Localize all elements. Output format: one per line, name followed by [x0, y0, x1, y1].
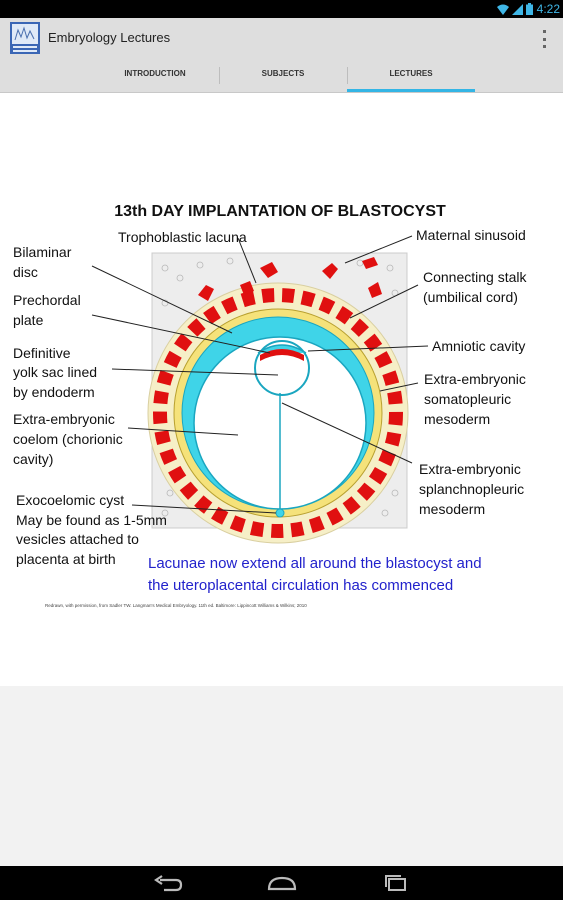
tab-bar: INTRODUCTION SUBJECTS LECTURES [0, 59, 563, 93]
back-icon[interactable] [150, 872, 186, 894]
slide-note-line-2: the uteroplacental circulation has comme… [148, 577, 453, 594]
slide-title: 13th DAY IMPLANTATION OF BLASTOCYST [114, 203, 446, 220]
label-exocoelomic-4: placenta at birth [16, 551, 116, 567]
label-coelom-1: Extra-embryonic [13, 411, 115, 427]
slide-figure: 13th DAY IMPLANTATION OF BLASTOCYST [0, 93, 563, 686]
label-prechordal-plate-2: plate [13, 312, 44, 328]
tab-lectures[interactable]: LECTURES [347, 59, 475, 92]
lecture-slide: 13th DAY IMPLANTATION OF BLASTOCYST [0, 93, 563, 686]
label-yolk-sac-3: by endoderm [13, 384, 95, 400]
app-logo-icon[interactable] [10, 22, 40, 54]
label-yolk-sac-2: yolk sac lined [13, 364, 97, 380]
signal-icon [512, 4, 523, 15]
label-somatopleuric-2: somatopleuric [424, 391, 511, 407]
label-maternal-sinusoid: Maternal sinusoid [416, 227, 526, 243]
slide-credit: Redrawn, with permission, from Sadler TW… [45, 603, 307, 608]
battery-icon [526, 3, 533, 15]
navigation-bar [0, 866, 563, 900]
label-splanchnopleuric-1: Extra-embryonic [419, 461, 521, 477]
exocoelomic-cyst [276, 509, 284, 517]
label-exocoelomic-3: vesicles attached to [16, 531, 139, 547]
slide-note-line-1: Lacunae now extend all around the blasto… [148, 555, 482, 572]
label-coelom-3: cavity) [13, 451, 53, 467]
label-amniotic-cavity: Amniotic cavity [432, 338, 525, 354]
empty-area [0, 686, 563, 866]
home-icon[interactable] [264, 872, 300, 894]
label-connecting-stalk-2: (umbilical cord) [423, 289, 518, 305]
label-somatopleuric-3: mesoderm [424, 411, 490, 427]
label-trophoblastic-lacuna: Trophoblastic lacuna [118, 229, 247, 245]
label-coelom-2: coelom (chorionic [13, 431, 123, 447]
label-splanchnopleuric-3: mesoderm [419, 501, 485, 517]
label-yolk-sac-1: Definitive [13, 345, 71, 361]
status-time: 4:22 [537, 2, 560, 16]
status-icons [497, 3, 533, 15]
status-bar: 4:22 [0, 0, 563, 18]
label-splanchnopleuric-2: splanchnopleuric [419, 481, 524, 497]
wifi-icon [497, 4, 509, 15]
label-somatopleuric-1: Extra-embryonic [424, 371, 526, 387]
tab-introduction[interactable]: INTRODUCTION [91, 59, 219, 92]
label-bilaminar-disc-2: disc [13, 264, 38, 280]
label-prechordal-plate-1: Prechordal [13, 292, 81, 308]
app-title: Embryology Lectures [48, 30, 170, 45]
overflow-menu-icon[interactable] [541, 30, 547, 48]
label-exocoelomic-2: May be found as 1-5mm [16, 512, 167, 528]
label-exocoelomic-1: Exocoelomic cyst [16, 492, 124, 508]
action-bar: Embryology Lectures [0, 18, 563, 59]
label-bilaminar-disc-1: Bilaminar [13, 244, 72, 260]
label-connecting-stalk-1: Connecting stalk [423, 269, 528, 285]
tab-subjects[interactable]: SUBJECTS [219, 59, 347, 92]
recent-apps-icon[interactable] [378, 872, 414, 894]
